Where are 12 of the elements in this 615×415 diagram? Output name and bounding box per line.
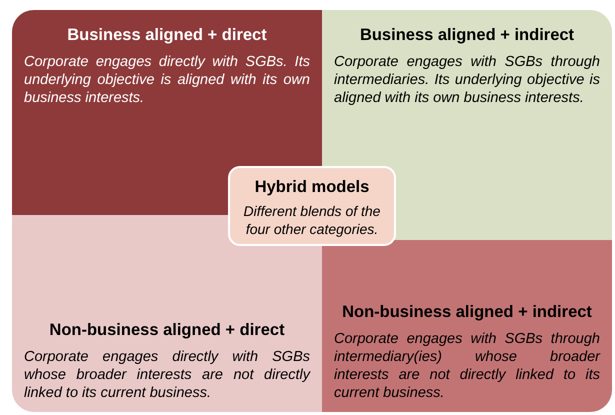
- heading: Business aligned + indirect: [358, 26, 576, 45]
- quadrant-panel: [322, 240, 612, 412]
- description: Corporate engages directly with SGBs. Its underlying objective is aligned with its own business interests.: [24, 53, 310, 108]
- description: Corporate engages with SGBs through intermediary(ies) whose broader interests are not directly linked to its current business.: [334, 330, 600, 402]
- description: Different blends of the four other categories.: [242, 203, 382, 238]
- center-box: [228, 166, 396, 246]
- description: Corporate engages with SGBs through intermediaries. Its underlying objective is aligned with its own business interests.: [334, 53, 600, 108]
- description: Corporate engages directly with SGBs whose broader interests are not directly linked to its current business.: [24, 348, 310, 402]
- heading: Business aligned + direct: [66, 26, 268, 45]
- heading: Non-business aligned + indirect: [341, 302, 593, 322]
- heading: Non-business aligned + direct: [48, 320, 286, 340]
- heading: Hybrid models: [254, 178, 370, 197]
